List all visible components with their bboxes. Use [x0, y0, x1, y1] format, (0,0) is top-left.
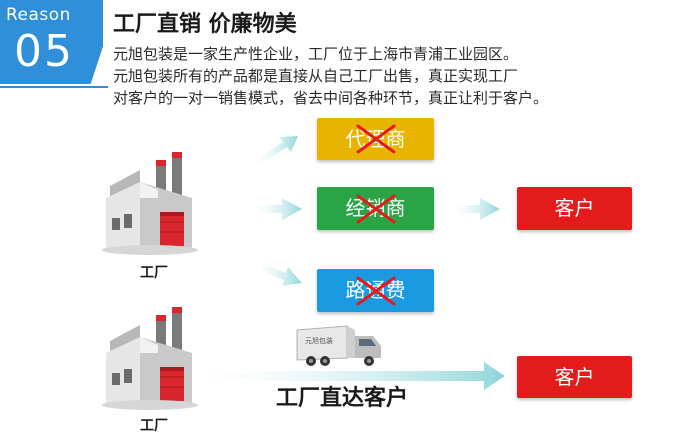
dealer-box: 经销商: [317, 187, 434, 230]
customer-label: 客户: [554, 365, 595, 389]
badge-background: [0, 0, 103, 84]
factory-label-upper: 工厂: [140, 265, 168, 281]
customer-label: 客户: [554, 196, 595, 220]
factory-label-lower: 工厂: [140, 418, 168, 434]
reason-badge: Reason 05: [0, 0, 103, 84]
cross-icon: [356, 276, 395, 305]
badge-number: 05: [14, 26, 74, 77]
truck-icon: [296, 325, 381, 366]
arrow-to-agent: [255, 136, 298, 165]
truck-text: 元旭包装: [305, 337, 333, 345]
factory-icon: [102, 152, 198, 255]
customer-box-lower: 客户: [517, 356, 632, 398]
description-line-1: 元旭包装是一家生产性企业，工厂位于上海市青浦工业园区。: [113, 45, 519, 63]
arrow-direct-to-customer: [200, 362, 505, 390]
factory-icon: [102, 307, 198, 410]
page-title: 工厂直销 价廉物美: [113, 12, 297, 37]
description-line-3: 对客户的一对一销售模式，省去中间各种环节，真正让利于客户。: [113, 89, 549, 107]
arrow-to-freight: [255, 262, 302, 286]
arrow-dealer-to-customer: [452, 198, 500, 220]
arrow-to-dealer: [255, 198, 302, 220]
freight-box: 路通费: [317, 269, 434, 312]
badge-word: Reason: [6, 5, 71, 25]
customer-box-upper: 客户: [517, 187, 632, 230]
cross-icon: [356, 124, 395, 154]
direct-label: 工厂直达客户: [276, 386, 409, 411]
cross-icon: [356, 194, 395, 223]
agent-box: 代理商: [317, 118, 434, 160]
description-line-2: 元旭包装所有的产品都是直接从自己工厂出售，真正实现工厂: [113, 67, 519, 85]
badge-underline: [0, 86, 108, 88]
